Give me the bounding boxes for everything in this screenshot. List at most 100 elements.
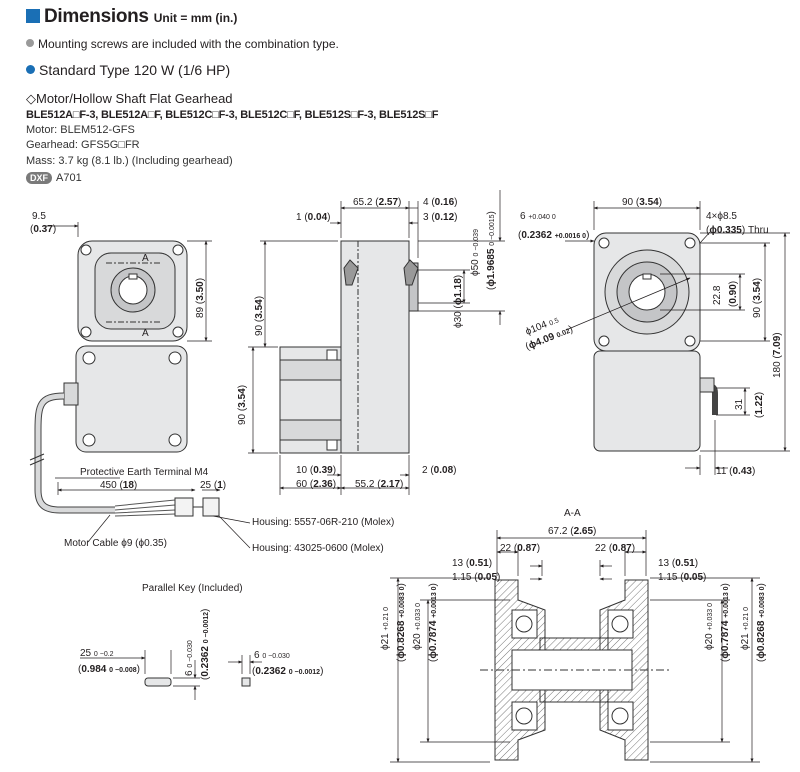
dim-phi1.9685: ϕ1.9685	[486, 248, 497, 287]
dim-6: 6	[520, 211, 526, 222]
tol-21-in: +0.0083 0	[399, 586, 406, 617]
dim-13: 13	[658, 558, 670, 569]
svg-text:(0.2362 0 −0.0012): (0.2362 0 −0.0012)	[200, 609, 211, 680]
dim-2.65: 2.65	[574, 526, 594, 537]
dim-phi0.8268: ϕ0.8268	[756, 620, 767, 659]
dxf-row: DXF A701	[26, 172, 82, 184]
dim-1: 1	[296, 212, 302, 223]
dim-0.16: 0.16	[435, 197, 455, 208]
dim-0.87: 0.87	[612, 543, 632, 554]
dim-phi21: ϕ21	[380, 633, 391, 650]
dim-0.2362: 0.2362	[255, 666, 286, 677]
key-side-view	[144, 677, 172, 687]
svg-text:6 0 −0.030: 6 0 −0.030	[254, 650, 290, 661]
dim-6: 6	[184, 670, 195, 676]
dim-0.90: 0.90	[728, 284, 739, 304]
key-labels: Parallel Key (Included) 25 0 −0.2 (0.984…	[78, 583, 323, 680]
tol-6-in: 0 −0.0012	[289, 669, 320, 676]
svg-text:13 (0.51): 13 (0.51)	[452, 558, 492, 569]
mount-hole-icon	[80, 244, 92, 256]
mounting-note: Mounting screws are included with the co…	[26, 37, 339, 51]
dim-0.04: 0.04	[308, 212, 328, 223]
dimensions-header: Dimensions Unit = mm (in.)	[26, 6, 237, 28]
svg-text:6 0 −0.030: 6 0 −0.030	[184, 640, 195, 676]
dim-1: 1	[217, 480, 223, 491]
svg-text:(0.37): (0.37)	[30, 224, 56, 235]
dim-90: 90	[622, 197, 634, 208]
dim-25: 25	[200, 480, 212, 491]
side-dimensions	[248, 190, 505, 495]
svg-text:ϕ20 +0.033 0: ϕ20 +0.033 0	[412, 603, 423, 650]
svg-text:450 (18): 450 (18)	[100, 480, 137, 491]
dim-22: 22	[500, 543, 512, 554]
dim-3.50: 3.50	[195, 281, 206, 301]
tol-6-in: +0.0016 0	[555, 233, 586, 240]
svg-text:67.2 (2.65): 67.2 (2.65)	[548, 526, 596, 537]
svg-text:3 (0.12): 3 (0.12)	[423, 212, 457, 223]
mounting-note-text: Mounting screws are included with the co…	[38, 37, 339, 51]
dxf-badge[interactable]: DXF	[26, 172, 52, 184]
dim-9.5: 9.5	[32, 211, 46, 222]
dim-0.37: 0.37	[33, 224, 53, 235]
gray-bullet-icon	[26, 39, 34, 47]
mass-spec: Mass: 3.7 kg (8.1 lb.) (Including gearhe…	[26, 155, 233, 167]
svg-text:ϕ50 0 −0.039: ϕ50 0 −0.039	[470, 229, 481, 276]
dim-180: 180	[772, 361, 783, 378]
dim-22: 22	[595, 543, 607, 554]
svg-text:90 (3.54): 90 (3.54)	[622, 197, 662, 208]
back-dimensions	[565, 201, 790, 475]
dim-60: 60	[296, 479, 308, 490]
side-labels: 65.2 (2.57) 4 (0.16) 1 (0.04) 3 (0.12) ϕ…	[237, 197, 497, 490]
svg-text:(0.984 0 −0.008): (0.984 0 −0.008)	[78, 664, 140, 675]
mount-hole-icon	[684, 237, 696, 249]
front-dimensions	[44, 222, 251, 549]
svg-text:(ϕ0.335) Thru: (ϕ0.335) Thru	[706, 225, 769, 236]
svg-text:(ϕ0.7874 +0.0013 0): (ϕ0.7874 +0.0013 0)	[428, 583, 439, 662]
connector-housing	[174, 497, 194, 517]
type-title: Standard Type 120 W (1/6 HP)	[26, 62, 230, 78]
housing-2-label: Housing: 43025-0600 (Molex)	[252, 543, 384, 554]
mount-hole-icon	[172, 244, 184, 256]
dim-18: 18	[123, 480, 135, 491]
dim-phi0.335: ϕ0.335	[709, 225, 742, 236]
dim-0.984: 0.984	[81, 664, 106, 675]
svg-text:4 (0.16): 4 (0.16)	[423, 197, 457, 208]
tol-21: +0.21 0	[743, 607, 750, 631]
dim-phi20: ϕ20	[704, 633, 715, 650]
unit-label: Unit = mm (in.)	[153, 11, 238, 25]
section-labels: A-A 67.2 (2.65) 22 (0.87) 22 (0.87) 13 (…	[380, 508, 767, 662]
holes-label: 4×ϕ8.5	[706, 211, 737, 222]
tol-6-in: 0 −0.0012	[203, 612, 210, 643]
svg-text:1.15 (0.05): 1.15 (0.05)	[452, 572, 500, 583]
section-view	[480, 579, 670, 761]
key-end-view	[241, 677, 251, 687]
connector-housing	[202, 497, 220, 517]
svg-text:22 (0.87): 22 (0.87)	[595, 543, 635, 554]
dim-1.15: 1.15	[452, 572, 472, 583]
dim-phi0.7874: ϕ0.7874	[720, 620, 731, 659]
back-view	[593, 232, 718, 452]
section-title: A-A	[564, 508, 581, 519]
dim-10: 10	[296, 465, 308, 476]
dim-0.39: 0.39	[313, 465, 333, 476]
dim-4: 4	[423, 197, 429, 208]
svg-text:(0.2362 0 −0.0012): (0.2362 0 −0.0012)	[252, 666, 323, 677]
svg-text:(0.2362 +0.0016 0): (0.2362 +0.0016 0)	[518, 230, 589, 241]
dim-phi20: ϕ20	[412, 633, 423, 650]
tol-25-in: 0 −0.008	[109, 667, 137, 674]
mount-hole-icon	[80, 326, 92, 338]
dim-2: 2	[422, 465, 428, 476]
dim-6: 6	[254, 650, 260, 661]
dim-2.36: 2.36	[313, 479, 333, 490]
dim-0.12: 0.12	[435, 212, 455, 223]
pe-terminal-label: Protective Earth Terminal M4	[80, 467, 209, 478]
dim-3.54: 3.54	[237, 388, 248, 408]
dim-0.51: 0.51	[675, 558, 695, 569]
motor-spec: Motor: BLEM512-GFS	[26, 124, 135, 136]
tol-20: +0.033 0	[707, 603, 714, 631]
dxf-code: A701	[56, 172, 82, 184]
svg-text:65.2 (2.57): 65.2 (2.57)	[353, 197, 401, 208]
blue-bullet-icon	[26, 65, 35, 74]
dim-3.54: 3.54	[752, 281, 763, 301]
dim-90: 90	[254, 324, 265, 336]
